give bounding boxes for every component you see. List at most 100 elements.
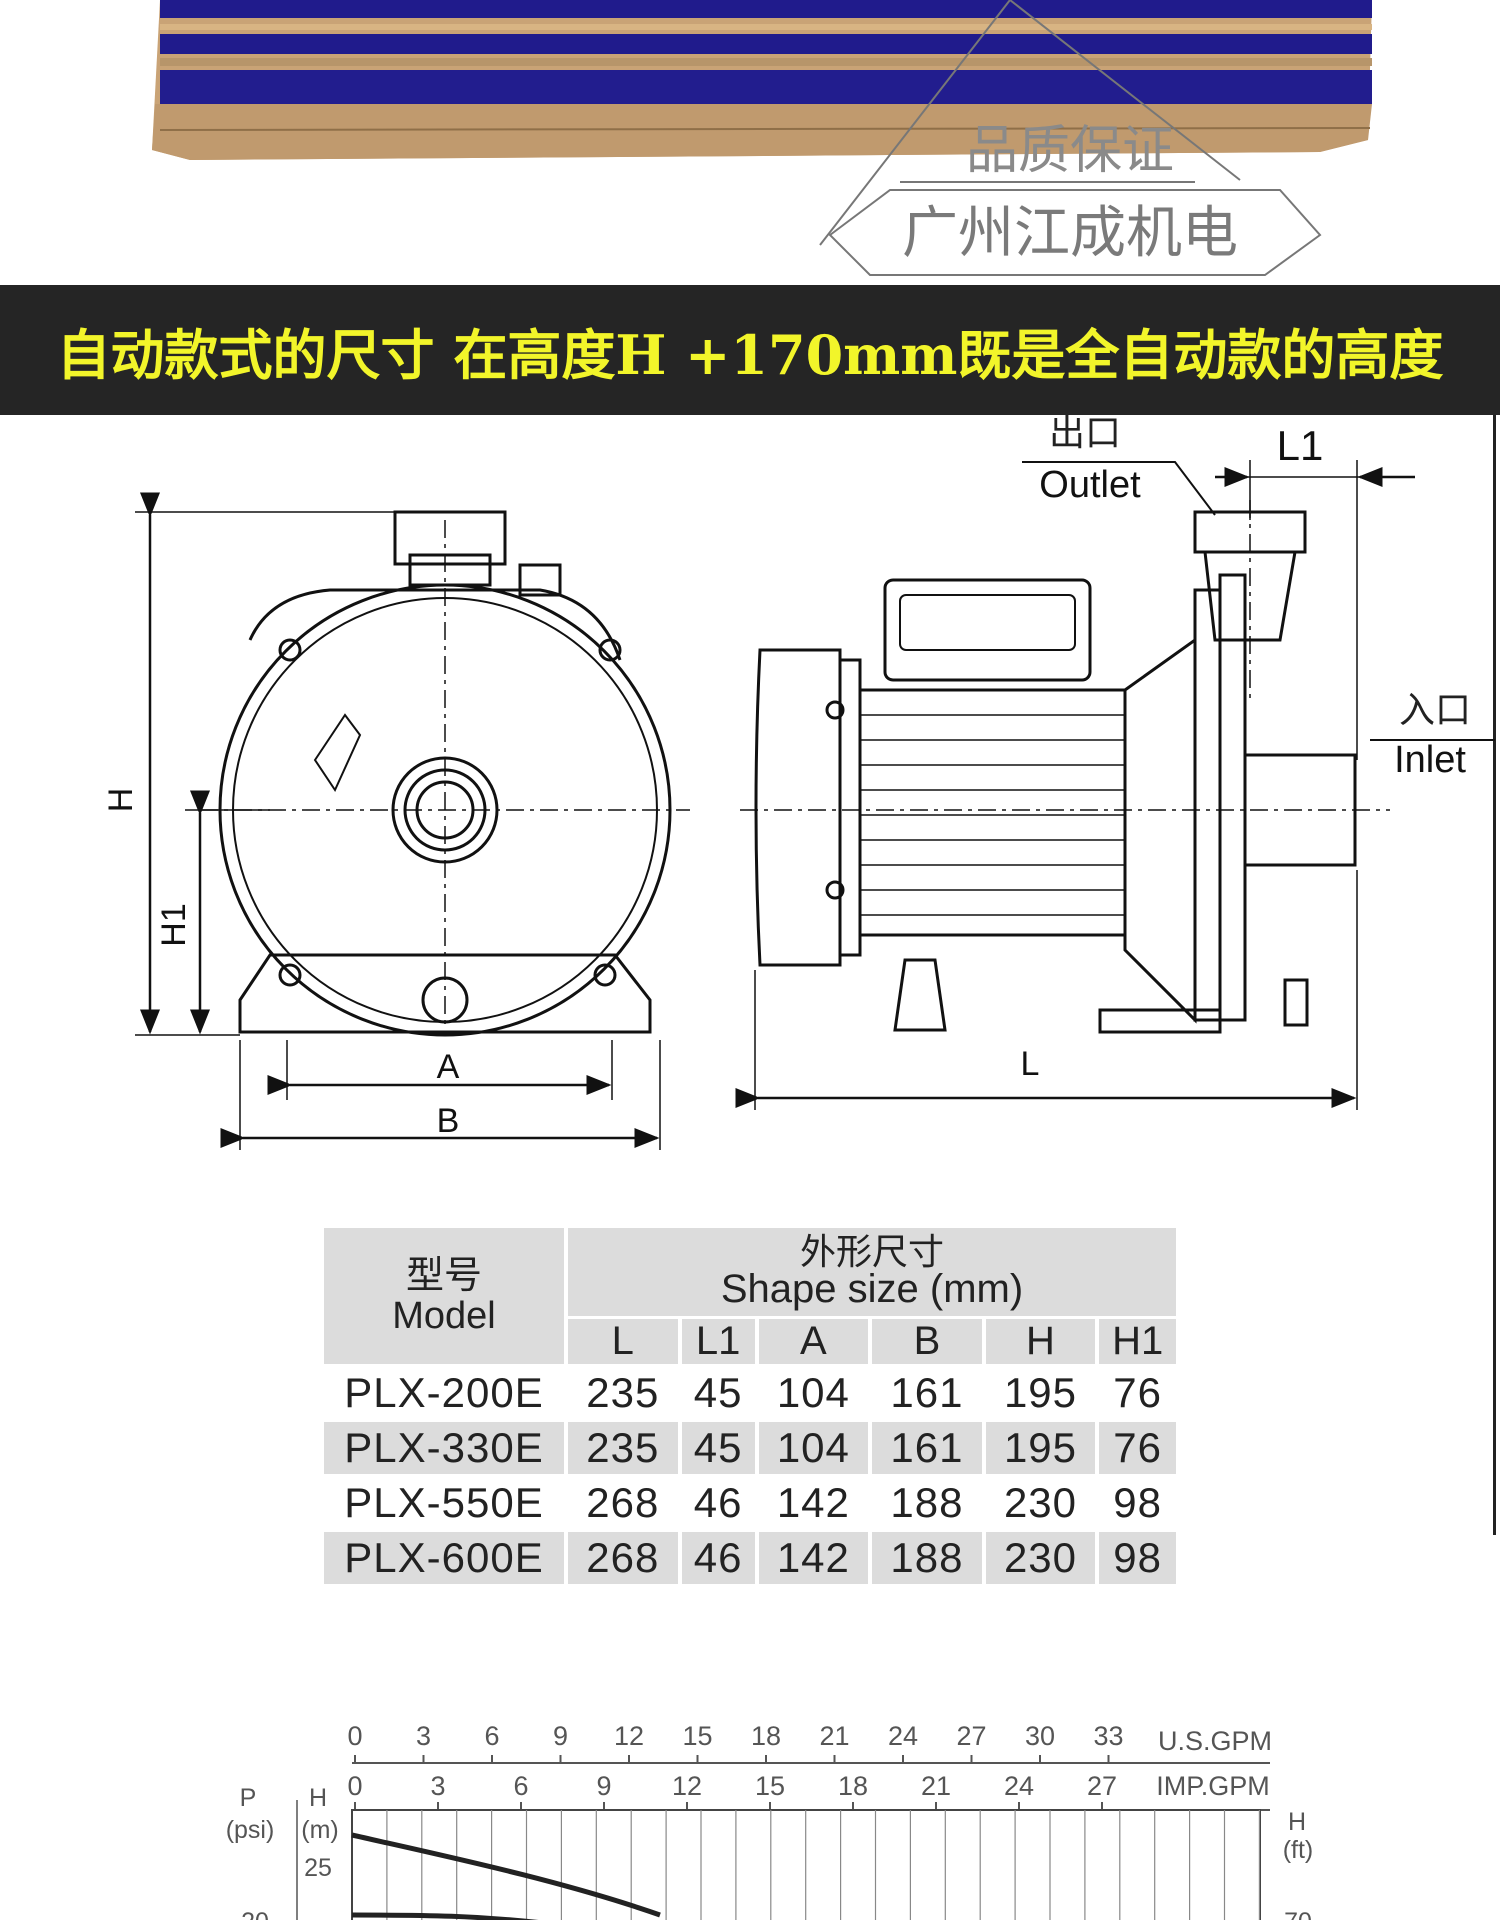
imp-gpm-tick-label: 21 [921, 1771, 951, 1801]
value-cell: 268 [568, 1532, 678, 1584]
value-cell: 104 [776, 1369, 850, 1416]
inlet-label-en: Inlet [1394, 739, 1466, 781]
shape-size-header-en: Shape size (mm) [720, 1267, 1024, 1311]
us-gpm-tick-label: 9 [553, 1721, 568, 1751]
grid-lines [386, 1810, 1261, 1920]
dim-label-l: L [1021, 1045, 1040, 1083]
us-gpm-tick-label: 0 [347, 1721, 362, 1751]
height-note-banner: 自动款式的尺寸 在高度H +170mm既是全自动款的高度 [0, 285, 1500, 415]
banner-text: 自动款式的尺寸 在高度H +170mm既是全自动款的高度 [56, 322, 1444, 387]
stamp-company-text: 广州江成机电 [902, 201, 1238, 264]
model-cell: PLX-600E [324, 1532, 564, 1584]
imp-gpm-tick-label: 6 [513, 1771, 528, 1801]
value-cell: 104 [758, 1422, 869, 1474]
value-cell: 142 [776, 1479, 850, 1526]
us-gpm-tick-label: 6 [484, 1721, 499, 1751]
table-row: PLX-550E 268 46 142 188 230 98 [324, 1477, 1176, 1529]
value-cell: 230 [1003, 1479, 1078, 1526]
value-cell: 195 [1003, 1369, 1078, 1416]
value-cell: 46 [693, 1479, 743, 1526]
us-gpm-tick-label: 27 [956, 1721, 986, 1751]
head-curve-2 [351, 1912, 539, 1920]
us-gpm-tick-label: 3 [416, 1721, 431, 1751]
column-header-l: L [568, 1319, 678, 1364]
quality-stamp [819, 0, 1322, 276]
axis-label-h-right: H [1288, 1808, 1306, 1836]
column-header-h1: H1 [1099, 1319, 1176, 1364]
us-gpm-tick-label: 18 [751, 1721, 781, 1751]
outlet-label-cn: 出口 [1049, 415, 1121, 453]
model-header-cn: 型号 [405, 1255, 482, 1297]
value-cell: 98 [1113, 1479, 1162, 1526]
imp-gpm-tick-label: 0 [347, 1771, 362, 1801]
imp-gpm-tick-label: 27 [1087, 1771, 1117, 1801]
dim-label-b: B [437, 1102, 460, 1140]
imp-gpm-tick-label: 15 [755, 1771, 785, 1801]
dim-label-h1: H1 [155, 903, 193, 946]
us-gpm-tick-label: 24 [888, 1721, 918, 1751]
value-cell: 45 [693, 1369, 743, 1416]
value-cell: 268 [586, 1479, 660, 1526]
model-cell: PLX-200E [344, 1369, 544, 1416]
column-header-h: H [985, 1319, 1096, 1364]
axis-label-p: P [240, 1784, 257, 1812]
value-cell: 45 [681, 1422, 755, 1474]
dimension-spec-table: 型号 Model 外形尺寸 Shape size (mm) L L1 A B H… [320, 1225, 1180, 1587]
pump-front-view [200, 510, 690, 1037]
column-header-l1: L1 [681, 1319, 755, 1364]
value-cell: 188 [872, 1532, 982, 1584]
dim-label-h: H [102, 788, 140, 813]
value-cell: 195 [985, 1422, 1096, 1474]
us-gpm-unit: U.S.GPM [1158, 1726, 1272, 1756]
us-gpm-tick-label: 33 [1093, 1721, 1123, 1751]
axis-unit-m: (m) [301, 1816, 338, 1844]
pump-side-view [740, 500, 1390, 1034]
side-dimension-lines [735, 460, 1495, 1110]
column-header-a: A [758, 1319, 869, 1364]
table-row: PLX-600E 268 46 142 188 230 98 [324, 1532, 1176, 1584]
cardboard-box [152, 0, 1372, 160]
value-cell: 188 [890, 1479, 964, 1526]
value-cell: 142 [758, 1532, 869, 1584]
inlet-label-cn: 入口 [1399, 689, 1471, 730]
axis-tick-70: 70 [1284, 1908, 1312, 1920]
axis-unit-ft: (ft) [1283, 1836, 1314, 1864]
value-cell: 230 [985, 1532, 1096, 1584]
value-cell: 76 [1099, 1422, 1176, 1474]
table-row: PLX-330E 235 45 104 161 195 76 [324, 1422, 1176, 1474]
shape-size-header-cn: 外形尺寸 [799, 1231, 944, 1272]
value-cell: 98 [1099, 1532, 1176, 1584]
dim-label-l1: L1 [1277, 422, 1324, 469]
value-cell: 46 [681, 1532, 755, 1584]
us-gpm-tick-label: 30 [1025, 1721, 1055, 1751]
value-cell: 161 [890, 1369, 964, 1416]
us-gpm-tick-label: 21 [819, 1721, 849, 1751]
imp-gpm-unit: IMP.GPM [1156, 1771, 1270, 1801]
axis-tick-20: 20 [241, 1908, 269, 1920]
model-header: 型号 Model [324, 1228, 564, 1364]
stamp-quality-text: 品质保证 [966, 122, 1174, 180]
front-dimension-lines [135, 492, 661, 1150]
table-row: PLX-200E 235 45 104 161 195 76 [324, 1367, 1176, 1419]
head-curve-1 [351, 1832, 661, 1918]
pump-dimension-drawing: H H1 A B [102, 415, 1495, 1150]
value-cell: 76 [1113, 1369, 1162, 1416]
axis-tick-25: 25 [304, 1854, 332, 1882]
axis-label-h-left: H [309, 1784, 327, 1812]
value-cell: 235 [586, 1369, 660, 1416]
imp-gpm-tick-label: 9 [596, 1771, 611, 1801]
dim-label-a: A [437, 1048, 460, 1086]
model-cell: PLX-550E [344, 1479, 544, 1526]
imp-gpm-tick-label: 3 [430, 1771, 445, 1801]
shape-size-header: 外形尺寸 Shape size (mm) [568, 1228, 1176, 1316]
page-edge-line [1493, 415, 1496, 1535]
model-cell: PLX-330E [324, 1422, 564, 1474]
model-header-en: Model [392, 1295, 496, 1337]
column-header-b: B [872, 1319, 982, 1364]
value-cell: 235 [568, 1422, 678, 1474]
value-cell: 161 [872, 1422, 982, 1474]
imp-gpm-tick-label: 12 [672, 1771, 702, 1801]
